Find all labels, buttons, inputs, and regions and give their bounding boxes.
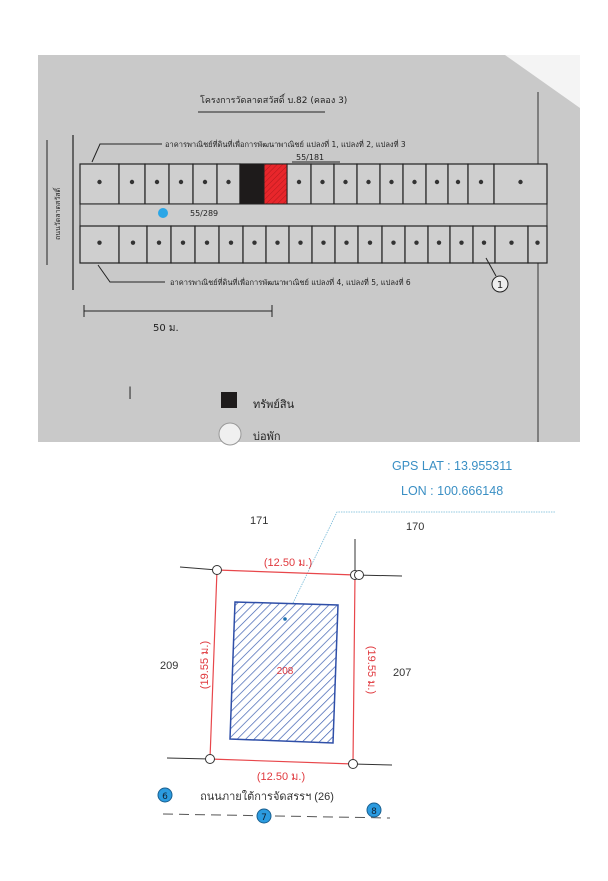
unit-dot-icon [391,240,396,245]
location-marker [158,208,168,218]
unit-dot-icon [343,179,348,185]
unit-dot-icon [178,179,184,185]
unit-dot-icon [180,240,186,245]
unit-dot-icon [412,179,417,185]
neighbor-209: 209 [160,660,178,672]
parcel-diagram: GPS LAT : 13.955311 LON : 100.666148 171… [157,459,555,824]
dim-left: (19.55 ม.) [199,641,211,689]
unit-dot-icon [296,179,302,185]
legend-asset-swatch [221,392,237,408]
unit-dot-icon [202,179,208,185]
unit-dot-icon [129,179,135,185]
unit-dot-icon [414,240,419,245]
boundary-pins [205,565,364,769]
neighbor-171: 171 [250,515,268,527]
unit-dot-icon [455,179,461,185]
top-row-caption: อาคารพาณิชย์ที่ดินที่เพื่อการพัฒนาพาณิชย… [165,139,406,149]
svg-text:7: 7 [261,813,267,823]
svg-text:|: | [128,385,132,399]
road-centerline [162,813,391,819]
survey-marker-8: 8 [366,802,382,818]
unit-dot-icon [367,240,373,245]
gps-leader-line [292,511,555,604]
top-row-units [79,163,548,205]
dim-bottom: (12.50 ม.) [257,771,305,783]
unit-dot-icon [518,179,523,185]
unit-dot-icon [366,179,371,185]
gps-lon: LON : 100.666148 [401,484,503,498]
gps-lat: GPS LAT : 13.955311 [392,459,512,473]
unit-dot-icon [226,179,231,185]
site-plan-scan: โครงการวัดลาดสวัสดิ์ บ.82 (คลอง 3) ถนนวั… [38,55,580,446]
unit-dot-icon [389,179,394,185]
bottom-row-caption: อาคารพาณิชย์ที่ดินที่เพื่อการพัฒนาพาณิชย… [170,277,411,287]
bottom-row-units [79,225,548,264]
dim-top: (12.50 ม.) [264,557,312,569]
unit-dot-icon [434,179,440,185]
survey-marker-6: 6 [157,787,173,803]
unit-dot-icon [478,179,484,185]
neighbor-170: 170 [406,521,424,533]
scale-label: 50 ม. [153,323,179,334]
parcel-number: 208 [277,666,294,677]
building-footprint[interactable] [229,601,339,744]
unit-dot-icon [130,240,136,245]
unit-dot-icon [481,240,487,245]
road-name: ถนนภายใต้การจัดสรรฯ (26) [200,790,334,803]
svg-text:6: 6 [162,792,168,802]
road-label: ถนนวัดลาดสวัสดิ์ [52,187,62,240]
unit-dot-icon [97,179,102,185]
unit-dot-icon [298,240,303,245]
plot-ref-mid: 55/289 [190,209,218,218]
survey-marker-7: 7 [256,808,272,824]
asset-unit-black [240,164,264,204]
legend-manhole-swatch [218,422,242,446]
unit-dot-icon [204,240,210,245]
unit-dot-icon [344,240,349,245]
paper-corner [505,55,580,108]
unit-dot-icon [436,240,442,245]
unit-dot-icon [459,240,464,245]
unit-dot-icon [97,240,102,245]
legend-asset-label: ทรัพย์สิน [253,398,295,411]
unit-dot-icon [228,240,234,245]
svg-text:8: 8 [371,807,377,817]
site-plan-title: โครงการวัดลาดสวัสดิ์ บ.82 (คลอง 3) [200,93,347,106]
dim-right: (19.55 ม.) [365,646,377,694]
unit-dot-icon [320,179,325,185]
plot-ref-top: 55/181 [296,153,324,162]
marker-1-label: 1 [497,280,503,291]
unit-dot-icon [509,240,514,245]
legend-manhole-label: บ่อพัก [253,430,281,443]
unit-dot-icon [154,179,160,185]
marker-1-circle [491,275,509,293]
unit-dot-icon [535,240,540,245]
gps-point [283,617,287,621]
asset-unit-highlighted[interactable] [263,163,288,205]
unit-dot-icon [275,240,280,245]
unit-dot-icon [252,240,257,245]
unit-dot-icon [156,240,162,245]
neighbor-207: 207 [393,667,411,679]
unit-dot-icon [321,240,326,245]
